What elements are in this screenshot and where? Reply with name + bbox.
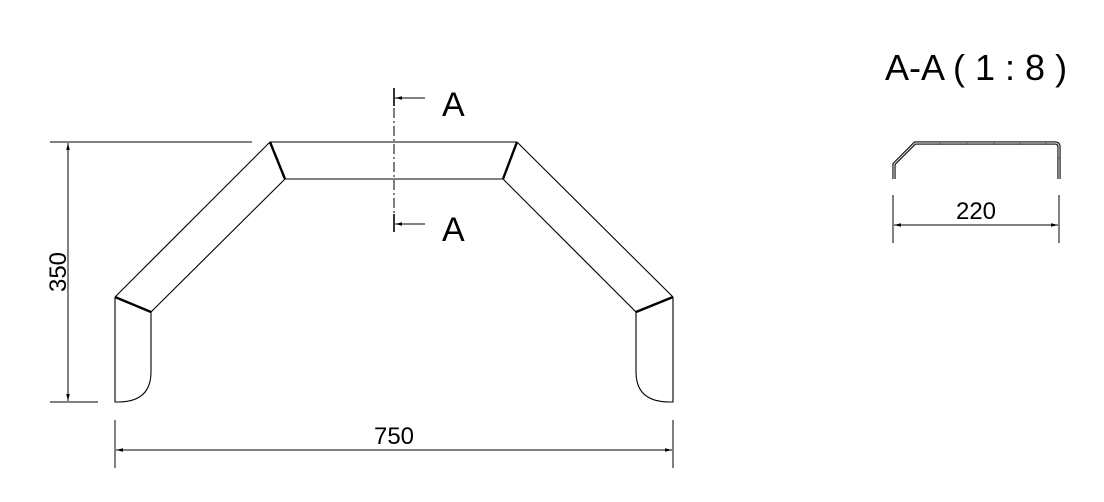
width-dimension-value: 750 bbox=[374, 423, 414, 450]
section-profile bbox=[892, 141, 1061, 179]
right-leg bbox=[635, 297, 674, 403]
fender-front-view bbox=[114, 141, 674, 403]
left-upper-bend-line bbox=[268, 141, 287, 180]
profile-segment-ticks bbox=[939, 141, 1061, 159]
height-dimension-value: 350 bbox=[45, 252, 72, 292]
profile-inner bbox=[893, 142, 1060, 179]
dimension-height bbox=[50, 141, 252, 403]
right-upper-bend-line bbox=[501, 141, 519, 180]
section-dimension-value: 220 bbox=[956, 198, 996, 225]
right-diagonal-outer bbox=[516, 141, 674, 298]
dimension-section-width bbox=[892, 195, 1060, 243]
left-lower-bend-line bbox=[114, 295, 152, 314]
right-lower-bend-line bbox=[635, 295, 674, 314]
section-label-bottom: A bbox=[442, 211, 465, 249]
right-diagonal-inner bbox=[502, 178, 637, 313]
left-diagonal-outer bbox=[114, 141, 271, 298]
dimension-width bbox=[114, 420, 674, 468]
section-label-top: A bbox=[442, 86, 465, 124]
left-leg bbox=[114, 297, 152, 403]
left-diagonal-inner bbox=[150, 178, 286, 313]
profile-outline bbox=[892, 141, 1061, 179]
section-line-a-a bbox=[393, 88, 425, 232]
section-view-title: A-A ( 1 : 8 ) bbox=[885, 47, 1067, 88]
